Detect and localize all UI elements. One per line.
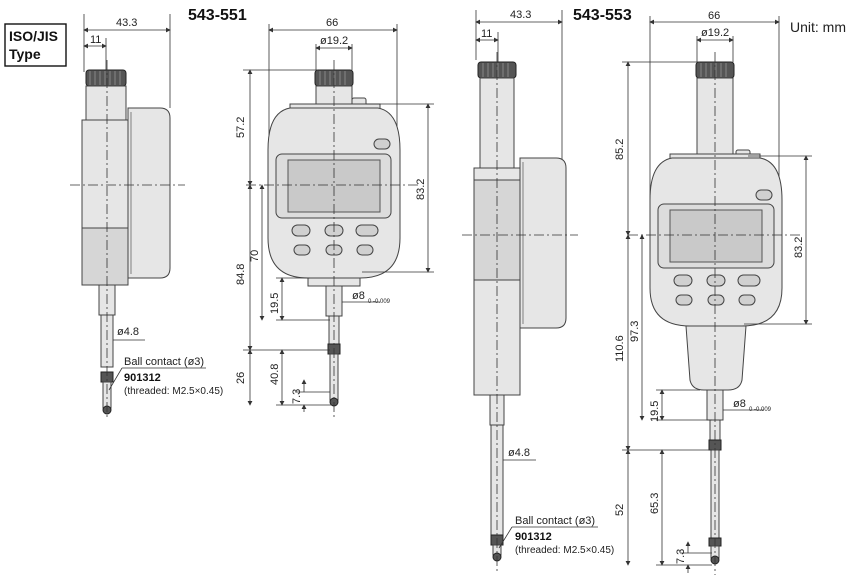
model-b-front-view: 66 ø19.2 [614,10,812,575]
a-h-bottom: 84.8 [235,264,247,285]
b-h-65-3: 65.3 [649,493,661,514]
a-h-26: 26 [235,372,247,384]
b-side-offset: 11 [481,28,492,40]
a-h-face: 83.2 [415,179,427,200]
b-front-width: 66 [708,10,720,22]
unit-label: Unit: mm [790,19,846,35]
a-side-width: 43.3 [116,17,137,29]
b-contact-label: Ball contact (ø3) [515,515,595,527]
b-h-bottom: 110.6 [614,335,626,362]
b-h-7-3: 7.3 [675,549,687,564]
model-a-front-view: 66 ø19.2 [235,17,434,420]
a-h-40-8: 40.8 [269,364,281,385]
a-side-offset: 11 [90,34,101,46]
b-side-width: 43.3 [510,9,531,21]
a-h-7-3: 7.3 [291,389,303,404]
model-b-code: 543-553 [573,7,632,24]
model-a-side-view: 43.3 11 ø4.8 Ball co [70,14,223,420]
a-part-no: 901312 [124,372,161,384]
a-h-19-5: 19.5 [269,293,281,314]
b-tip-dia: ø4.8 [508,447,530,459]
b-h-97-3: 97.3 [629,321,641,342]
a-stem-dia: ø8 [352,290,365,302]
iso-line-2: Type [9,46,41,62]
a-front-width: 66 [326,17,338,29]
b-stem-dia: ø8 [733,398,746,410]
a-cap-dia: ø19.2 [320,35,348,47]
a-h-70: 70 [249,250,261,262]
b-h-52: 52 [614,504,626,516]
iso-jis-badge: ISO/JIS Type [4,23,67,67]
a-tip-dia: ø4.8 [117,326,139,338]
a-stem-tol: 0 -0.009 [368,299,391,305]
model-a-code: 543-551 [188,7,247,24]
a-h-top: 57.2 [235,117,247,138]
a-thread-note: (threaded: M2.5×0.45) [124,386,223,397]
model-b-side-view: 43.3 11 ø4.8 Ball contact (ø3) 90 [462,9,614,572]
iso-line-1: ISO/JIS [9,28,58,44]
b-stem-tol: 0 -0.009 [749,407,772,413]
b-h-top: 85.2 [614,139,626,160]
b-h-face: 83.2 [793,237,805,258]
b-h-19-5: 19.5 [649,401,661,422]
b-cap-dia: ø19.2 [701,27,729,39]
a-contact-label: Ball contact (ø3) [124,356,204,368]
b-part-no: 901312 [515,531,552,543]
b-thread-note: (threaded: M2.5×0.45) [515,545,614,556]
